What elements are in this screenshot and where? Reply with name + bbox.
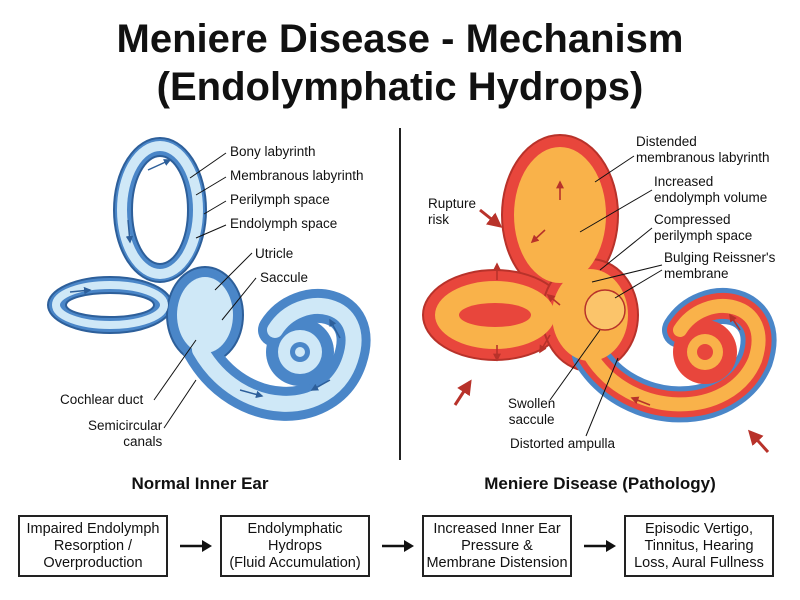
caption-normal-inner-ear: Normal Inner Ear [131, 474, 269, 493]
label-bulging-reissners-membrane: Bulging Reissner's membrane [664, 250, 776, 281]
label-distended-membranous-labyrinth: Distended membranous labyrinth [636, 134, 770, 165]
label-semicircular-canals: Semicircular canals [88, 418, 163, 449]
flow-step-2: Endolymphatic Hydrops (Fluid Accumulatio… [220, 515, 370, 577]
pathology-pressure-arrows [453, 180, 770, 454]
label-increased-endolymph-volume: Increased endolymph volume [654, 174, 768, 205]
pathology-leader-lines [549, 155, 663, 437]
label-membranous-labyrinth: Membranous labyrinth [230, 168, 364, 183]
caption-meniere-pathology: Meniere Disease (Pathology) [484, 474, 716, 493]
normal-flow-arrows [69, 159, 341, 399]
label-utricle: Utricle [255, 246, 294, 261]
pathology-swollen-endolymph [435, 147, 766, 412]
flow-arrow-3 [584, 540, 616, 552]
label-saccule: Saccule [260, 270, 309, 285]
label-endolymph-space: Endolymph space [230, 216, 338, 231]
panel-divider [399, 128, 401, 460]
label-cochlear-duct: Cochlear duct [60, 392, 144, 407]
flow-step-1: Impaired Endolymph Resorption / Overprod… [18, 515, 168, 577]
flow-arrow-1 [180, 540, 212, 552]
label-distorted-ampulla: Distorted ampulla [510, 436, 616, 451]
normal-inner-ear-illustration [47, 137, 371, 429]
page-title: Meniere Disease - Mechanism [116, 17, 684, 61]
flow-arrow-2 [382, 540, 414, 552]
label-perilymph-space: Perilymph space [230, 192, 330, 207]
label-rupture-risk: Rupture risk [428, 196, 477, 227]
normal-leader-lines [153, 152, 257, 429]
flow-step-3: Increased Inner Ear Pressure & Membrane … [422, 515, 572, 577]
label-bony-labyrinth: Bony labyrinth [230, 144, 316, 159]
flow-step-4: Episodic Vertigo, Tinnitus, Hearing Loss… [624, 515, 774, 577]
label-swollen-saccule: Swollen saccule [508, 396, 556, 427]
meniere-pathology-illustration [422, 134, 777, 454]
normal-endolymph-fluid [52, 141, 362, 412]
page-subtitle: (Endolymphatic Hydrops) [156, 65, 644, 109]
label-compressed-perilymph-space: Compressed perilymph space [654, 212, 753, 243]
